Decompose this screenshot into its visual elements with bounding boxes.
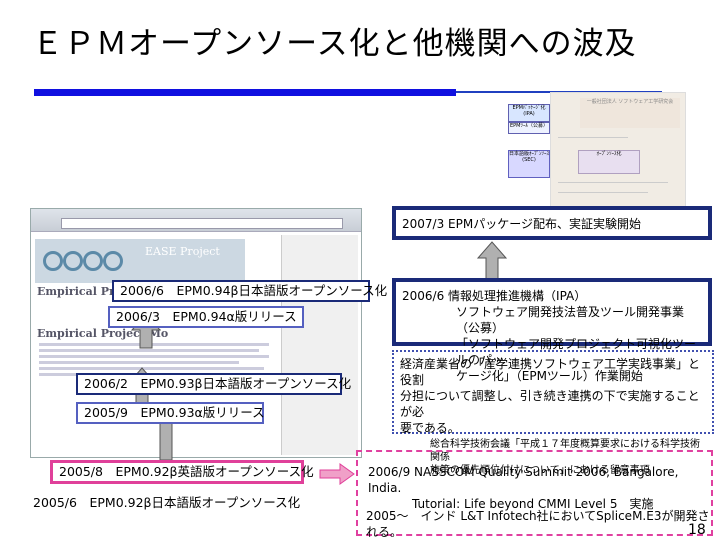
logo-circle-icon [63, 251, 83, 271]
timeline-2006-2: 2006/2 EPM0.93β日本語版オープンソース化 [76, 373, 351, 395]
arrow-right [319, 463, 355, 485]
ipa-line: ソフトウェア開発技法普及ツール開発事業（公募） [456, 305, 685, 335]
india-box [356, 450, 713, 536]
timeline-2006-6: 2006/6 EPM0.94β日本語版オープンソース化 [112, 280, 387, 302]
arrow-right-icon [319, 463, 355, 485]
logo-circle-icon [83, 251, 103, 271]
nasscom-line: 2006/9 NASSCOM Quality Summit 2006, Bang… [368, 465, 679, 495]
text-line [39, 361, 239, 364]
ipa-line: ケージ化」（EPMツール）作業開始 [456, 369, 643, 383]
timeline-2005-6: 2005/6 EPM0.92β日本語版オープンソース化 [26, 493, 300, 513]
site-sidebar [281, 235, 358, 455]
nasscom-line: Tutorial: Life beyond CMMI Level 5 実施 [412, 497, 654, 511]
event-nasscom: 2006/9 NASSCOM Quality Summit 2006, Bang… [368, 464, 708, 512]
timeline-2006-3: 2006/3 EPM0.94α版リリース [108, 306, 304, 328]
event-india: 2005～ インド L&T Infotech社においてSpliceM.E3が開発… [366, 509, 710, 539]
arrow-up-right [476, 241, 508, 280]
meti-line: 経済産業省の「産学連携ソフトウェア工学実践事業」と役割 [400, 357, 701, 387]
event-2007-3: 2007/3 EPMパッケージ配布、実証実験開始 [392, 206, 712, 240]
diagram-box-japanese: 日本語版ｵｰﾌﾟﾝｿｰｽ (SEC) [508, 150, 550, 178]
title-underline [34, 89, 456, 96]
text-line [39, 367, 264, 370]
ipa-line: 「ソフトウェア開発プロジェクト可視化ツールのパッ [456, 337, 697, 367]
meti-reference: 施策の優先順位付けについて」における留意事項 [430, 465, 650, 476]
logo-circle-icon [103, 251, 123, 271]
event-2007-3-text: 2007/3 EPMパッケージ配布、実証実験開始 [402, 217, 641, 231]
timeline-2005-8: 2005/8 EPM0.92β英語版オープンソース化 [50, 460, 314, 484]
text-line [39, 349, 259, 352]
diagram-line [558, 182, 668, 183]
diagram-thumbnail: 一般社団法人 ソフトウェア工学研究会 EPMﾊﾟｯｹｰｼﾞ化 (IPA) EPM… [488, 92, 686, 209]
event-ipa: 2006/6 情報処理推進機構（IPA） ソフトウェア開発技法普及ツール開発事業… [392, 278, 712, 383]
diagram-top-right: 一般社団法人 ソフトウェア工学研究会 [580, 98, 680, 128]
meti-line: 分担について調整し、引き続き連携の下で実施することが必 [400, 389, 700, 419]
browser-toolbar [31, 209, 361, 232]
diagram-box-opensource: ｵｰﾌﾟﾝｿｰｽ化 [578, 150, 640, 174]
diagram-box-tool: EPMﾂｰﾙ（公募） [508, 122, 550, 134]
timeline-2005-9: 2005/9 EPM0.93α版リリース [76, 402, 265, 424]
diagram-line [558, 192, 648, 193]
diagram-line [558, 137, 628, 138]
site-banner: EASE Project [35, 239, 245, 283]
text-line [39, 355, 269, 358]
ipa-line: 2006/6 情報処理推進機構（IPA） [402, 289, 587, 303]
browser-url-bar [61, 218, 343, 229]
meti-reference: 総合科学技術会議「平成１７年度概算要求における科学技術関係 [430, 439, 700, 463]
slide-title: ＥＰＭオープンソース化と他機関への波及 [32, 26, 637, 62]
arrow-up-icon [476, 241, 508, 280]
meti-line: 要である。 [400, 421, 460, 435]
meti-note: 経済産業省の「産学連携ソフトウェア工学実践事業」と役割 分担について調整し、引き… [392, 350, 714, 476]
diagram-box-package: EPMﾊﾟｯｹｰｼﾞ化 (IPA) [508, 104, 550, 122]
site-brand: EASE Project [145, 245, 220, 258]
text-line [39, 343, 269, 346]
page-number: 18 [688, 522, 706, 538]
logo-circle-icon [43, 251, 63, 271]
